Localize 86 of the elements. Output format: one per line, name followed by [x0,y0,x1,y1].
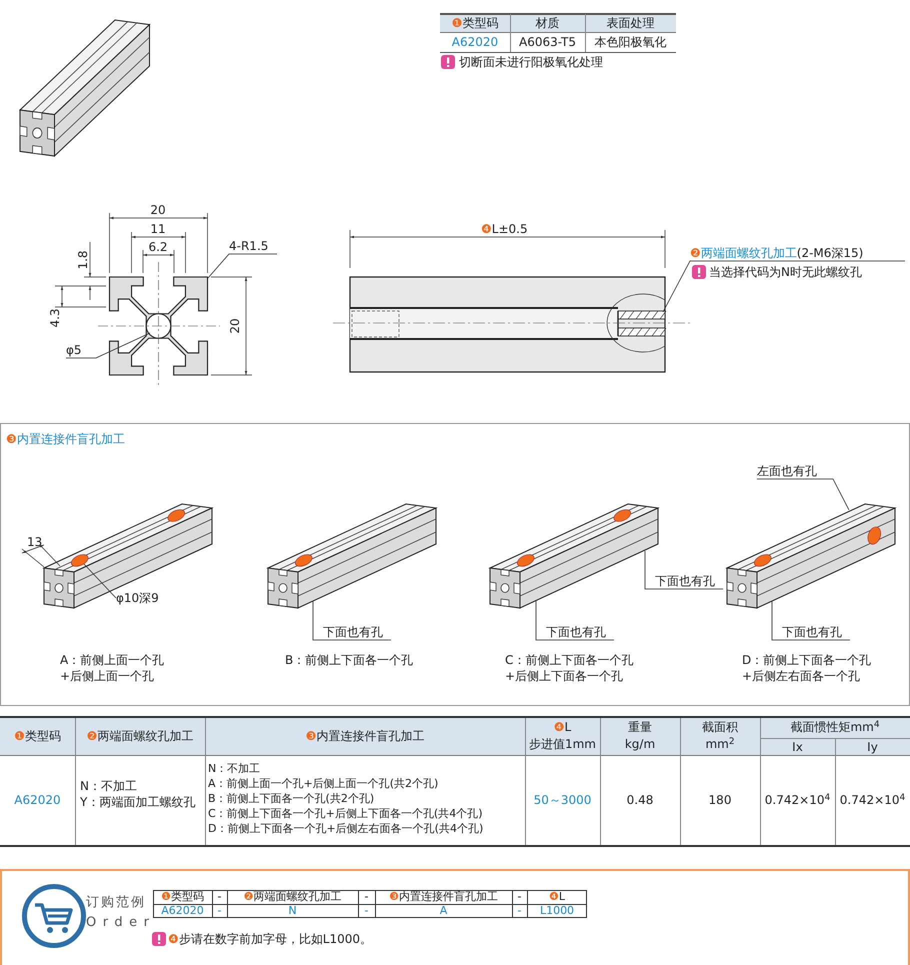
cell-text: - [216,904,222,918]
cell-text: N：不加工 [208,761,260,776]
leader-line [208,254,278,278]
dimension-text: 11 [149,221,167,237]
column-header: ❹L [548,890,566,904]
cell-text: 0.742×10$^{4}$ [838,792,906,808]
leader-label: φ10深9 [116,590,178,606]
side-view-drawing [349,276,666,373]
section-heading: ❸内置连接件盲孔加工 [6,431,125,447]
caption-text: C：前侧上下面各一个孔+后侧上下面各一个孔 [505,652,634,684]
cell-text: A62020 [160,904,205,918]
panel-heading: 订购范例 [86,895,146,911]
note-text: 切断面未进行阳极氧化处理 [459,54,603,70]
cell-text: B：前侧上下面各一个孔(共2个孔) [208,791,374,806]
column-header: ❸内置连接件盲孔加工 [304,728,426,744]
column-header: 表面处理 [606,15,656,31]
cell-text: A [438,904,448,918]
column-header: 步进值1mm [528,736,597,752]
cell-text: 0.742×10$^{4}$ [764,792,832,808]
cell-text: A62020 [450,34,500,50]
leader-line [312,600,392,640]
column-header: - [216,890,222,904]
dimension-text: 13 [27,534,42,550]
column-header: - [364,890,370,904]
cell-text: - [516,904,522,918]
column-header: ❶类型码 [450,15,500,31]
cell-text: N：不加工 [80,778,137,794]
column-header: 材质 [534,15,560,31]
caption-text: B：前侧上下面各一个孔 [285,652,414,668]
note-text: ❹步请在数字前加字母，比如L1000。 [168,931,372,947]
leader-line [536,600,614,640]
dimension-text: ❹L±0.5 [481,221,528,237]
leader-label: 左面也有孔 [757,463,825,479]
cell-text: - [364,904,370,918]
cross-section-drawing [108,276,208,376]
column-header: 截面惯性矩mm$^{4}$ [789,719,881,735]
column-header: 截面积 [701,719,739,735]
column-header: ❷两端面螺纹孔加工 [86,728,194,744]
leader-line [756,478,850,510]
aluminum-profile-drawing [266,503,438,609]
cell-text: 本色阳极氧化 [594,34,668,50]
column-header: ❶类型码 [160,890,205,904]
column-header: kg/m [624,736,656,752]
leader-label: 下面也有孔 [655,573,723,589]
cell-text: Y：两端面加工螺纹孔 [80,794,196,810]
dimension-text: 6.2 [147,239,169,255]
panel-heading: Order [86,915,156,931]
column-header: Ix [791,739,804,755]
leader-line [772,600,850,640]
note-text: 当选择代码为N时无此螺纹孔 [709,264,862,280]
caption-text: D：前侧上下面各一个孔+后侧左右面各一个孔 [742,652,872,684]
dimension-text: 4.3 [47,307,63,330]
leader-label: 下面也有孔 [323,624,391,640]
dimension-text: 20 [149,202,167,218]
column-header: - [516,890,522,904]
caption-text: A：前侧上面一个孔+后侧上面一个孔 [60,652,166,684]
column-header: ❸内置连接件盲孔加工 [388,890,499,904]
cell-text: A：前侧上面一个孔+后侧上面一个孔(共2个孔) [208,776,438,791]
column-header: ❶类型码 [13,728,62,744]
leader-line [66,332,150,358]
leader-label: φ5 [66,342,96,358]
cell-text: N [287,904,298,918]
cell-text: A6063-T5 [518,34,577,50]
cell-text: D：前侧上下面各一个孔+后侧左右面各一个孔(共4个孔) [208,821,484,836]
dimension-text: 1.8 [75,249,91,272]
cell-text: 50～3000 [532,792,592,808]
leader-line [662,260,906,312]
leader-line [84,564,116,598]
column-header: Iy [866,739,879,755]
cell-text: 0.48 [626,792,654,808]
column-header: 重量 [627,719,653,735]
leader-label: 下面也有孔 [782,624,850,640]
column-header: mm$^{2}$ [704,736,736,752]
leader-line [644,550,724,590]
cell-text: 180 [708,792,732,808]
leader-label: 下面也有孔 [546,624,614,640]
cell-text: A62020 [13,792,62,808]
aluminum-profile-drawing [725,503,897,609]
column-header: ❷两端面螺纹孔加工 [242,890,342,904]
cell-text: C：前侧上下面各一个孔+后侧上下面各一个孔(共4个孔) [208,806,482,821]
dimension-text: 20 [227,317,243,336]
leader-label: 4-R1.5 [229,238,277,254]
column-header: ❹L [552,719,572,735]
cell-text: L1000 [538,904,576,918]
leader-label: ❷两端面螺纹孔加工(2-M6深15) [690,245,905,261]
aluminum-profile-drawing [42,503,214,609]
